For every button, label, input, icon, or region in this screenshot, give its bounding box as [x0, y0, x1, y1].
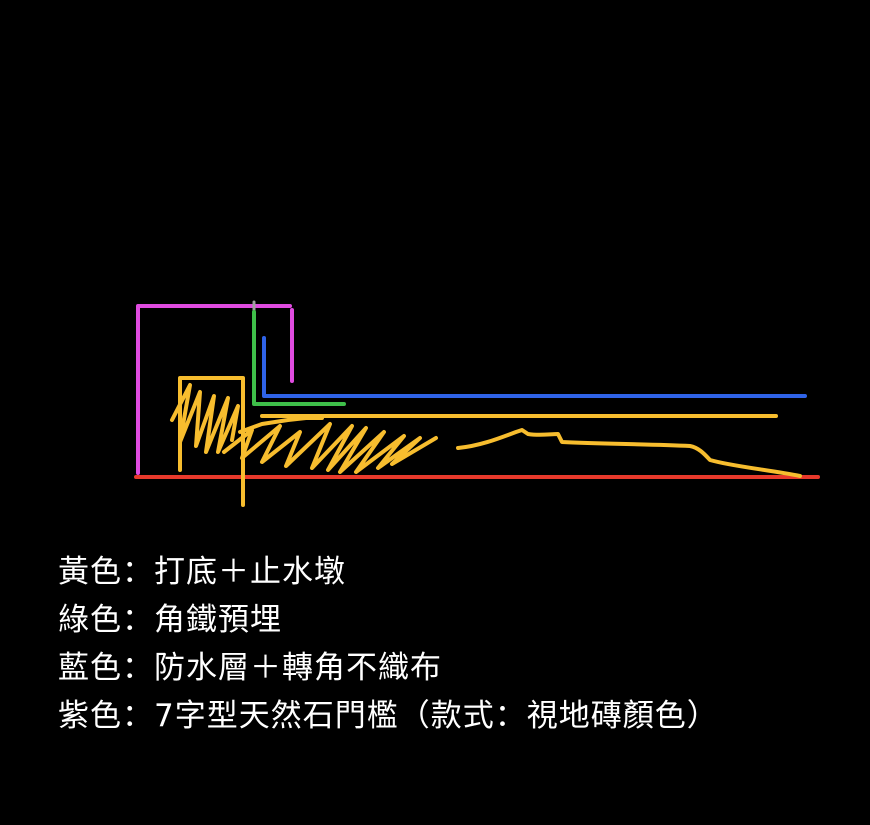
color-legend: 黃色：打底＋止水墩 綠色：角鐵預埋 藍色：防水層＋轉角不織布 紫色：7字型天然石…: [58, 548, 719, 740]
stone-threshold-outline: [136, 304, 292, 475]
waterproof-layer: [262, 336, 807, 398]
base-fill-scribble: [170, 383, 438, 474]
water-stop-curb: [178, 376, 245, 507]
legend-magenta: 紫色：7字型天然石門檻（款式：視地磚顏色）: [58, 698, 719, 734]
legend-yellow: 黃色：打底＋止水墩: [58, 554, 346, 590]
angle-iron: [252, 310, 346, 406]
legend-blue: 藍色：防水層＋轉角不織布: [58, 650, 442, 686]
base-surface-profile: [456, 428, 802, 478]
legend-green: 綠色：角鐵預埋: [58, 602, 282, 638]
